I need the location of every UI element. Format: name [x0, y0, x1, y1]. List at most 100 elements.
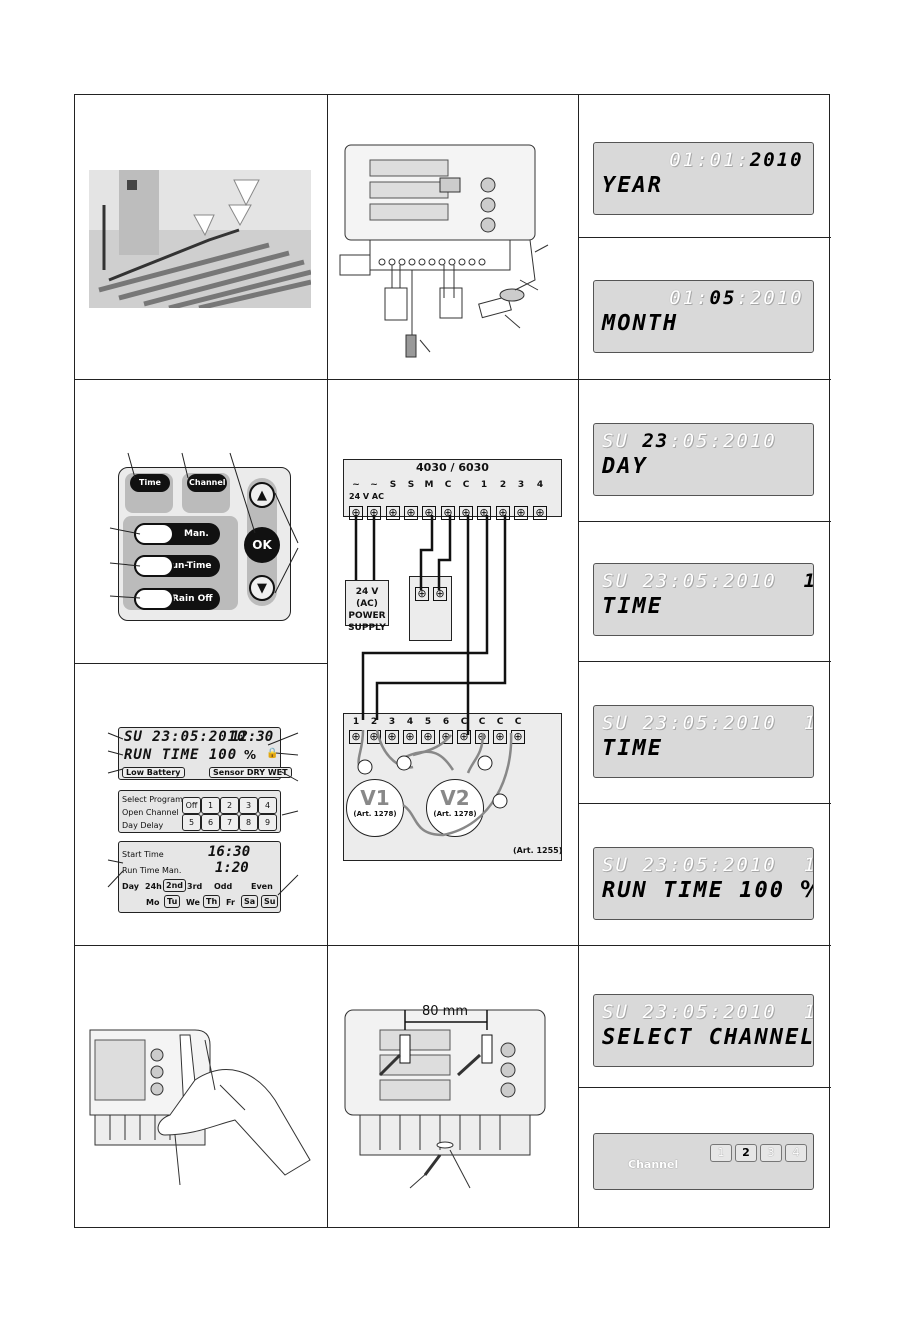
box-terminal-label: C — [478, 717, 486, 727]
day-tu: Tu — [164, 895, 181, 908]
lcd-line1-pre: SU 23:05:2010 12: — [602, 712, 813, 734]
box-terminal-screw: ⊕ — [403, 730, 417, 744]
start-time-label: Start Time — [122, 850, 164, 859]
row-divider — [75, 663, 327, 664]
box-terminal-label: C — [514, 717, 522, 727]
row-divider — [578, 661, 831, 662]
lcd-line1-highlight: 05 — [709, 287, 737, 309]
program-box: 7 — [220, 814, 239, 831]
cycle-2nd: 2nd — [163, 879, 186, 892]
supply-tag: 24 V AC — [349, 492, 384, 501]
row-divider — [75, 379, 831, 380]
lcd-line1: SU 23:05:2010 12:30 — [602, 712, 813, 734]
power-supply-line: 24 V (AC) — [355, 587, 379, 609]
cycle-24h: 24h — [145, 882, 162, 891]
box-terminal-label: 4 — [406, 717, 414, 727]
controller-model: 4030 / 6030 — [416, 461, 489, 474]
lcd-line1: 01:01:2010 — [602, 149, 804, 171]
keypad-callout-lines — [109, 452, 299, 599]
channel-button[interactable]: Channel — [187, 474, 227, 492]
power-supply-line: POWER — [348, 611, 386, 621]
terminal-label: M — [424, 480, 434, 490]
wiring-lines — [354, 515, 513, 837]
lcd-screen: 01:05:2010 MONTH — [593, 280, 814, 353]
lcd-line2: MONTH — [602, 311, 678, 336]
terminal-label: S — [389, 480, 397, 490]
display-percent: % — [244, 748, 257, 762]
row-divider — [578, 521, 831, 522]
terminal-screw: ⊕ — [459, 506, 473, 520]
lcd-line1-highlight: 2010 — [749, 149, 804, 171]
channel-box: 3 — [760, 1144, 782, 1162]
cycle-odd: Odd — [214, 882, 233, 891]
day-label: Day — [122, 882, 140, 891]
box-terminal-screw: ⊕ — [385, 730, 399, 744]
lcd-line2: TIME — [602, 594, 663, 619]
terminal-label: C — [444, 480, 452, 490]
lcd-line1: 01:05:2010 — [602, 287, 804, 309]
lcd-line2: SELECT CHANNEL — [602, 1025, 813, 1050]
start-time-value: 16:30 — [208, 844, 251, 860]
day-delay-label: Day Delay — [122, 821, 164, 830]
terminal-label: 4 — [536, 480, 544, 490]
box-terminal-label: 5 — [424, 717, 432, 727]
up-arrow-button[interactable]: ▲ — [249, 482, 275, 508]
rain-off-key[interactable] — [134, 588, 174, 610]
garden-illustration — [89, 170, 311, 308]
lcd-screen: SU 23:05:2010 12:00 TIME — [593, 563, 814, 636]
terminal-label: ~ — [352, 480, 360, 490]
lcd-line1-pre: 01:01: — [602, 149, 750, 171]
terminal-screw: ⊕ — [514, 506, 528, 520]
lcd-percent: % — [800, 878, 813, 903]
lcd-line2-text: TIME — [602, 594, 663, 619]
program-box: 6 — [201, 814, 220, 831]
channel-screen-label: Channel — [628, 1158, 679, 1171]
box-terminal-screw: ⊕ — [421, 730, 435, 744]
lcd-line2-text: DAY — [602, 454, 648, 479]
lcd-line1-pre: SU 23:05:2010 12:30 — [602, 1001, 813, 1023]
program-box: 5 — [182, 814, 201, 831]
row-divider — [578, 237, 831, 238]
down-arrow-button[interactable]: ▼ — [249, 575, 275, 601]
valve-v1-art: (Art. 1278) — [353, 810, 397, 818]
power-supply-line: SUPPLY — [348, 623, 386, 633]
valve-v2-art: (Art. 1278) — [433, 810, 477, 818]
power-supply-box: 24 V (AC) POWER SUPPLY — [345, 580, 389, 633]
lcd-line2-text: RUN TIME 100 — [602, 878, 785, 903]
valve-v2-label: V2 — [440, 786, 470, 810]
terminal-label: ~ — [370, 480, 378, 490]
lcd-screen: SU 23:05:2010 12:30 RUN TIME 100 % — [593, 847, 814, 920]
lcd-line1: SU 23:05:2010 — [602, 430, 777, 452]
row-divider — [578, 803, 831, 804]
dry-wet-label: DRY WET — [246, 768, 288, 777]
program-labels: Select Program Open Channel Day Delay — [122, 793, 183, 832]
display-date: SU 23:05:2010 — [124, 729, 247, 745]
lcd-line2-text: YEAR — [602, 173, 663, 198]
terminal-strip — [343, 459, 562, 517]
program-box: 1 — [201, 797, 220, 814]
day-we: We — [186, 898, 200, 907]
ok-button[interactable]: OK — [244, 527, 280, 563]
lcd-line1: SU 23:05:2010 12:30 — [602, 854, 813, 876]
lcd-line1-post: :05:2010 — [669, 430, 777, 452]
lcd-line2-text: MONTH — [602, 311, 679, 336]
lcd-line1: SU 23:05:2010 12:00 — [602, 570, 813, 592]
cycle-3rd: 3rd — [187, 882, 203, 891]
program-box: 9 — [258, 814, 277, 831]
lcd-line1-pre: SU 23:05:2010 12:30 — [602, 854, 813, 876]
man-key[interactable] — [134, 523, 174, 545]
row-divider — [578, 1087, 831, 1088]
terminal-label: S — [407, 480, 415, 490]
terminal-label: 3 — [517, 480, 525, 490]
day-th: Th — [203, 895, 221, 908]
time-button[interactable]: Time — [130, 474, 170, 492]
terminal-screw: ⊕ — [386, 506, 400, 520]
day-su: Su — [261, 895, 279, 908]
channel-box: 1 — [710, 1144, 732, 1162]
lcd-line1-pre: SU — [602, 430, 643, 452]
terminal-screw: ⊕ — [441, 506, 455, 520]
run-time-man-label: Run Time Man. — [122, 866, 182, 875]
terminal-screw: ⊕ — [422, 506, 436, 520]
lcd-line1: SU 23:05:2010 12:30 — [602, 1001, 813, 1023]
